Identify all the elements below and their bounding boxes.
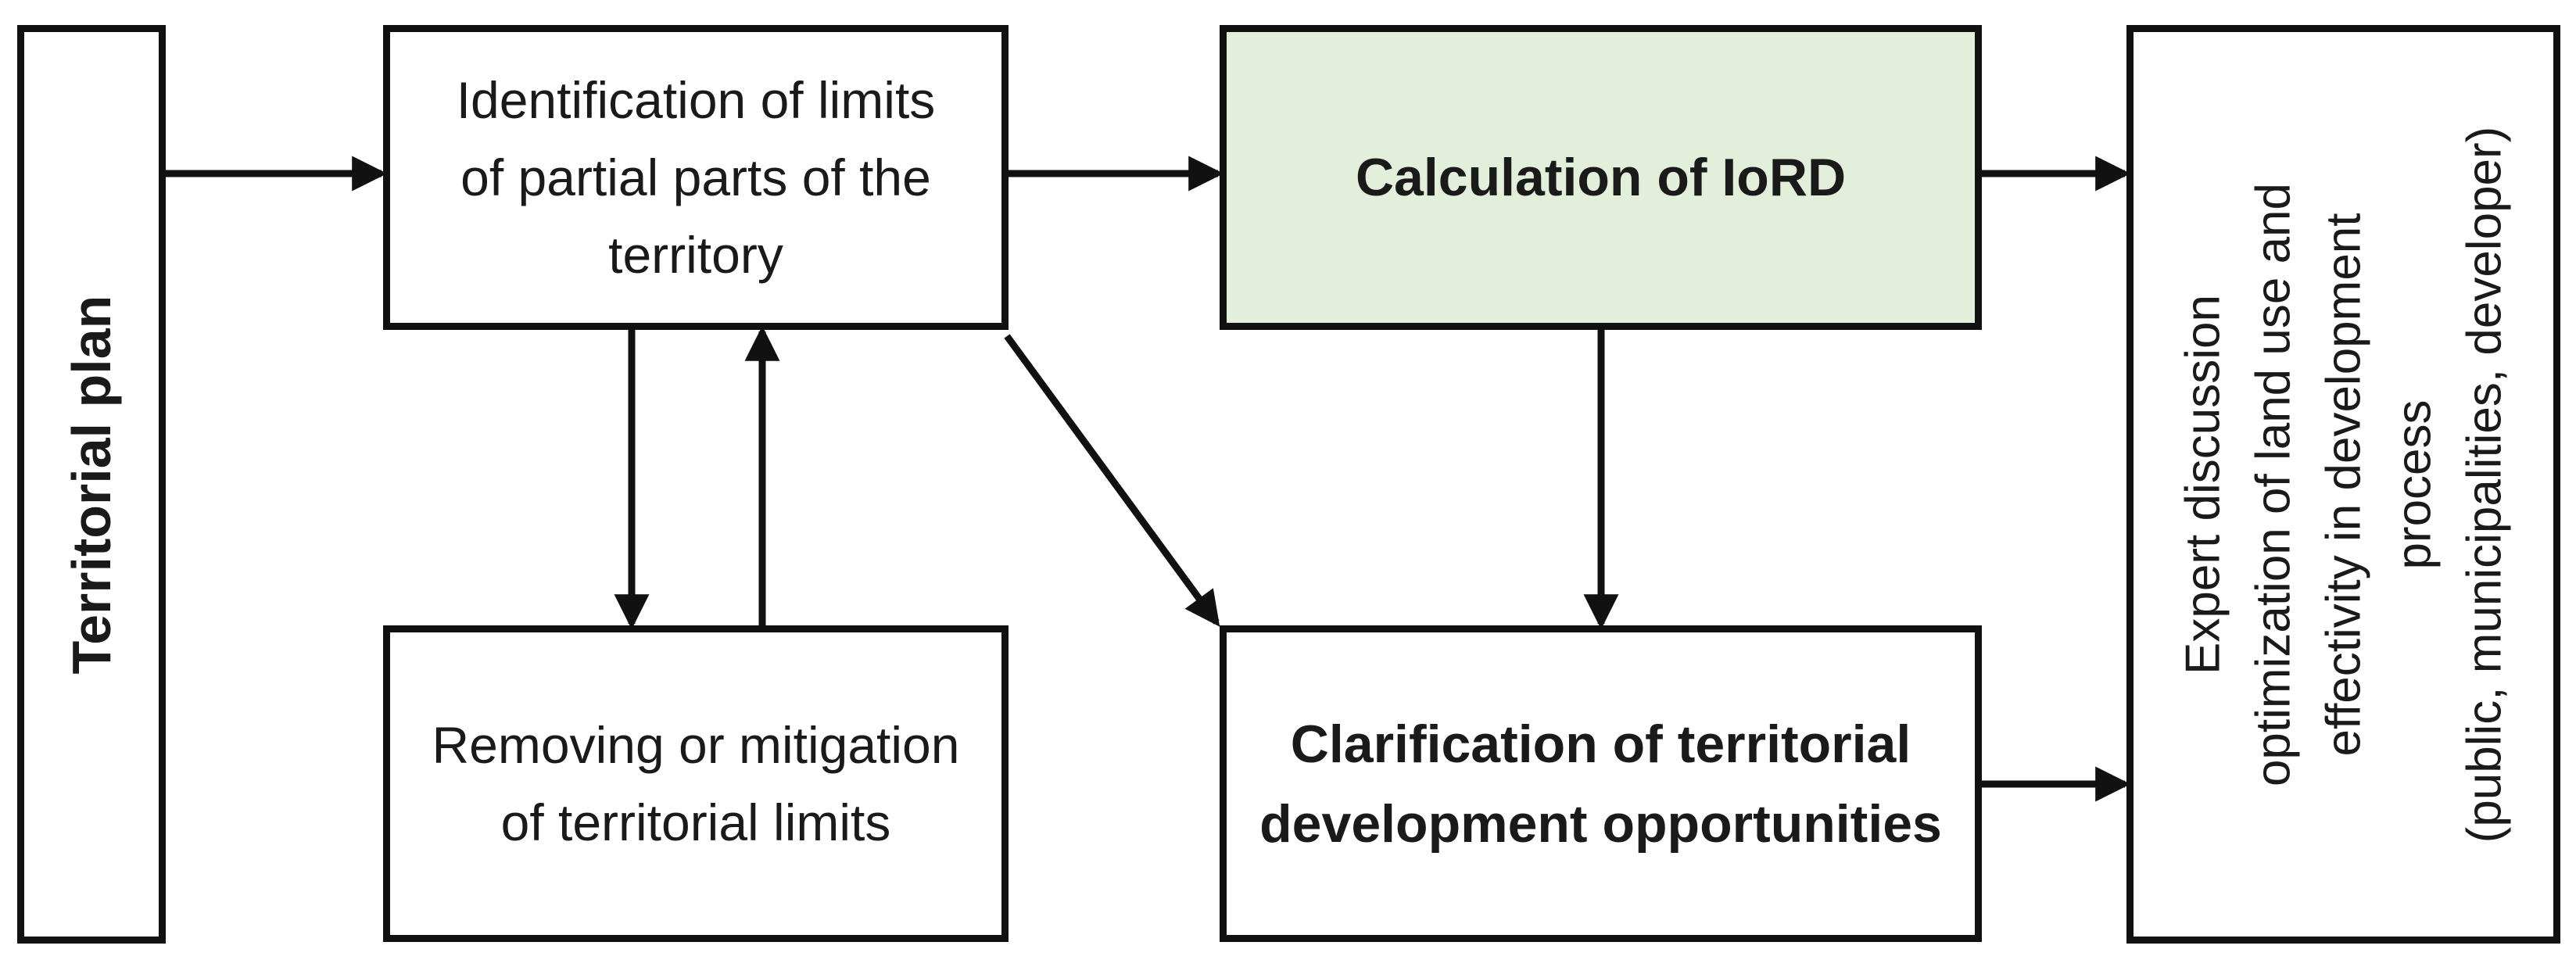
clarification-line-2: development opportunities (1259, 793, 1942, 854)
arrow-identification-to-clarification (1004, 334, 1220, 627)
territorial-plan-box: Territorial plan (17, 25, 166, 944)
removing-or-mitigation-text: Removing or mitigation of territorial li… (432, 707, 960, 861)
identification-line-2: of partial parts of the (460, 148, 931, 206)
calculation-of-iord-box: Calculation of IoRD (1220, 25, 1982, 330)
expert-line-5: (public, municipalities, developer) (2456, 126, 2511, 843)
expert-line-2: optimization of land use and (2245, 182, 2300, 786)
identification-of-limits-box: Identification of limits of partial part… (383, 25, 1009, 330)
identification-line-1: Identification of limits (456, 70, 936, 129)
expert-discussion-box: Expert discussion optimization of land u… (2126, 25, 2560, 944)
calculation-of-iord-label: Calculation of IoRD (1355, 148, 1847, 207)
expert-line-3: effectivity in development (2316, 212, 2370, 757)
expert-discussion-text: Expert discussion optimization of land u… (2168, 126, 2519, 843)
identification-of-limits-text: Identification of limits of partial part… (457, 62, 936, 294)
removing-line-1: Removing or mitigation (432, 715, 960, 774)
removing-or-mitigation-box: Removing or mitigation of territorial li… (383, 625, 1009, 942)
territorial-plan-label: Territorial plan (61, 295, 122, 674)
removing-line-2: of territorial limits (500, 793, 891, 851)
clarification-of-opportunities-box: Clarification of territorial development… (1220, 625, 1982, 942)
identification-line-3: territory (608, 225, 783, 284)
expert-line-1: Expert discussion (2175, 294, 2230, 675)
clarification-text: Clarification of territorial development… (1259, 704, 1942, 864)
clarification-line-1: Clarification of territorial (1290, 714, 1911, 774)
expert-line-4: process (2386, 399, 2441, 570)
